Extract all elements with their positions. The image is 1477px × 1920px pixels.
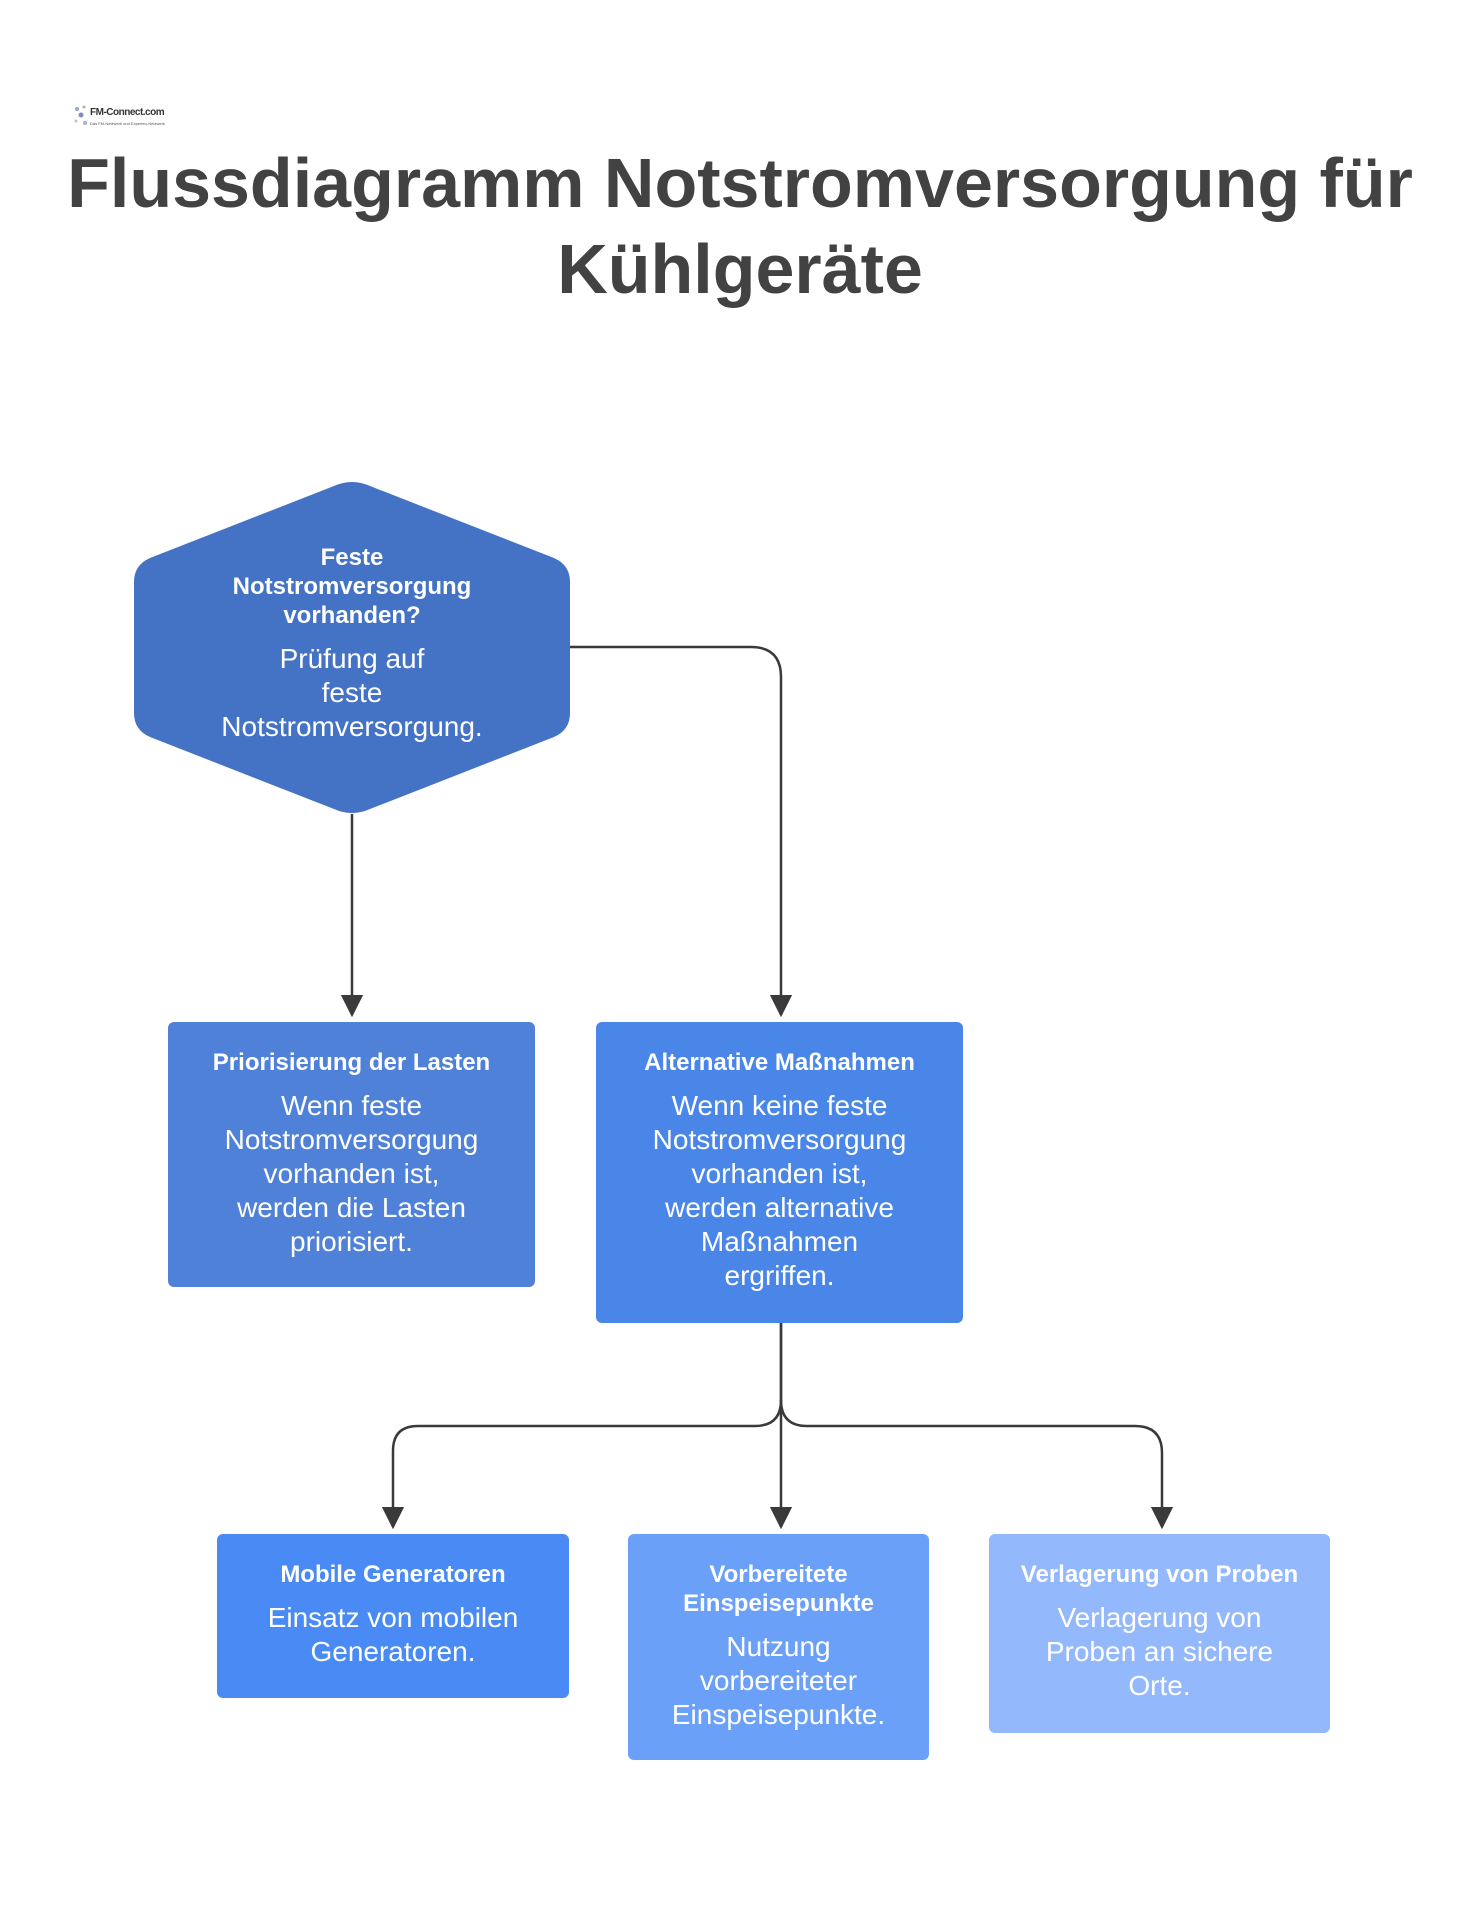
alternative-body: Wenn keine feste Notstromversorgung vorh… — [653, 1089, 907, 1293]
verlagerung-von-proben-title: Verlagerung von Proben — [1020, 1561, 1299, 1588]
decision-content: Feste Notstromversorgung vorhanden? Prüf… — [214, 543, 490, 744]
decision-title-line-2: Notstromversorgung — [232, 573, 472, 600]
edge-alternative-to-verlagerung — [779, 1399, 1174, 1530]
decision-body-line-3: Notstromversorgung. — [221, 711, 483, 742]
decision-body: Prüfung auf feste Notstromversorgung. — [214, 642, 490, 744]
verlagerung-body-line-3: Orte. — [1128, 1670, 1191, 1701]
alternative-title: Alternative Maßnahmen — [644, 1049, 915, 1076]
verlagerung-body-line-1: Verlagerung von — [1057, 1602, 1262, 1633]
vorbereitete-title-line-1: Vorbereitete — [709, 1561, 848, 1588]
vorbereitete-einspeisepunkte-body: Nutzung vorbereiteter Einspeisepunkte. — [672, 1630, 885, 1732]
priorisierung-title: Priorisierung der Lasten — [212, 1049, 491, 1076]
priorisierung-body: Wenn feste Notstromversorgung vorhanden … — [225, 1089, 479, 1259]
page-title-line-1: Flussdiagramm Notstromversorgung für — [67, 144, 1413, 222]
decision-title-line-1: Feste — [320, 544, 384, 571]
alternative-body-line-6: ergriffen. — [724, 1260, 835, 1291]
alternative-body-line-5: Maßnahmen — [700, 1226, 859, 1257]
verlagerung-von-proben-node: Verlagerung von Proben Verlagerung von P… — [989, 1534, 1330, 1733]
vorbereitete-body-line-1: Nutzung — [726, 1631, 831, 1662]
mobile-generatoren-node: Mobile Generatoren Einsatz von mobilen G… — [217, 1534, 569, 1698]
priorisierung-body-line-4: werden die Lasten — [237, 1192, 466, 1223]
vorbereitete-body-line-3: Einspeisepunkte. — [671, 1699, 886, 1730]
page-title-line-2: Kühlgeräte — [557, 230, 923, 308]
decision-body-line-2: feste — [321, 677, 383, 708]
logo-mark-icon — [74, 105, 87, 125]
alternative-body-line-4: werden alternative — [665, 1192, 894, 1223]
priorisierung-node: Priorisierung der Lasten Wenn feste Nots… — [168, 1022, 535, 1287]
mobile-generatoren-body-line-1: Einsatz von mobilen — [267, 1602, 519, 1633]
vorbereitete-einspeisepunkte-title: Vorbereitete Einspeisepunkte — [683, 1560, 874, 1618]
mobile-generatoren-body: Einsatz von mobilen Generatoren. — [268, 1601, 519, 1669]
alternative-body-line-2: Notstromversorgung — [652, 1124, 907, 1155]
alternative-node: Alternative Maßnahmen Wenn keine feste N… — [596, 1022, 963, 1323]
alternative-body-line-3: vorhanden ist, — [691, 1158, 868, 1189]
decision-node: Feste Notstromversorgung vorhanden? Prüf… — [134, 481, 570, 814]
verlagerung-von-proben-body: Verlagerung von Proben an sichere Orte. — [1046, 1601, 1273, 1703]
alternative-body-line-1: Wenn keine feste — [671, 1090, 888, 1121]
verlagerung-body-line-2: Proben an sichere — [1045, 1636, 1274, 1667]
page-title: Flussdiagramm Notstromversorgung für Küh… — [40, 140, 1440, 312]
logo-tagline: Das FM-Netzwerk und Experten-Netzwerk — [90, 121, 165, 126]
edge-alternative-to-mobile — [381, 1323, 783, 1530]
decision-title-line-3: vorhanden? — [283, 602, 421, 629]
priorisierung-body-line-5: priorisiert. — [290, 1226, 413, 1257]
priorisierung-body-line-1: Wenn feste — [280, 1090, 423, 1121]
decision-hexagon-shape — [134, 482, 570, 813]
fm-connect-logo: FM-Connect.com Das FM-Netzwerk und Exper… — [72, 103, 165, 137]
logo-text: FM-Connect.com — [90, 107, 165, 118]
mobile-generatoren-title: Mobile Generatoren — [280, 1561, 506, 1588]
decision-body-line-1: Prüfung auf — [279, 643, 425, 674]
priorisierung-body-line-3: vorhanden ist, — [263, 1158, 440, 1189]
vorbereitete-body-line-2: vorbereiteter — [699, 1665, 858, 1696]
edge-decision-to-alternative — [570, 645, 793, 1018]
priorisierung-body-line-2: Notstromversorgung — [224, 1124, 479, 1155]
vorbereitete-einspeisepunkte-node: Vorbereitete Einspeisepunkte Nutzung vor… — [628, 1534, 929, 1760]
vorbereitete-title-line-2: Einspeisepunkte — [683, 1590, 874, 1617]
mobile-generatoren-body-line-2: Generatoren. — [310, 1636, 476, 1667]
decision-title: Feste Notstromversorgung vorhanden? — [214, 543, 490, 630]
